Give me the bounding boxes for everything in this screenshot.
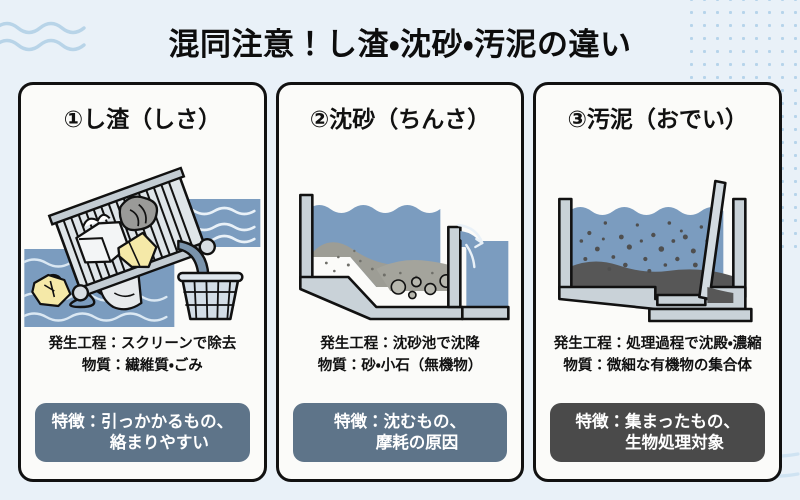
badge-line-2: 生物処理対象 <box>625 432 725 452</box>
wave-lines-icon <box>0 21 86 52</box>
yellow-paper-icon <box>117 231 158 269</box>
wire-basket-icon <box>177 271 244 321</box>
process-label: 発生工程：スクリーンで除去 <box>48 336 237 352</box>
panel-title: ②沈砂（ちんさ） <box>309 107 491 133</box>
process-label: 発生工程：処理過程で沈殿・濃縮 <box>553 336 762 352</box>
badge-line-2: 絡まりやすい <box>109 432 209 452</box>
grit-chamber-illustration <box>279 137 522 327</box>
bar-screen-illustration <box>21 137 264 327</box>
panel-chinsa: ②沈砂（ちんさ） <box>275 82 525 482</box>
inclined-bar-screen-icon <box>47 166 216 302</box>
panel-facts: 発生工程：沈砂池で沈降 物質：砂・小石（無機物） <box>279 333 522 378</box>
status-badge: 特徴：集まったもの、 生物処理対象 <box>550 402 766 462</box>
material-label: 物質：微細な有機物の集合体 <box>563 358 752 375</box>
badge-line-1: 特徴：沈むもの、 <box>334 411 466 431</box>
gray-rag-icon <box>118 195 159 232</box>
process-label: 発生工程：沈砂池で沈降 <box>320 336 480 352</box>
panel-facts: 発生工程：スクリーンで除去 物質：繊維質・ごみ <box>21 333 264 378</box>
badge-line-1: 特徴：引っかかるもの、 <box>51 411 234 431</box>
badge-line-1: 特徴：集まったもの、 <box>575 411 740 431</box>
material-label: 物質：繊維質・ごみ <box>81 358 203 375</box>
yellow-paper-icon <box>31 273 72 308</box>
panel-title: ③汚泥（おでい） <box>567 107 748 133</box>
sedimentation-tank-illustration <box>536 137 779 327</box>
status-badge: 特徴：沈むもの、 摩耗の原因 <box>292 402 508 462</box>
badge-line-2: 摩耗の原因 <box>375 432 459 452</box>
page-title: 混同注意！し渣・沈砂・汚泥の違い <box>168 26 632 63</box>
panel-facts: 発生工程：処理過程で沈殿・濃縮 物質：微細な有機物の集合体 <box>536 333 779 378</box>
panel-title: ①し渣（しさ） <box>63 107 222 133</box>
material-label: 物質：砂・小石（無機物） <box>317 358 483 375</box>
panel-odei: ③汚泥（おでい） <box>533 82 783 482</box>
status-badge: 特徴：引っかかるもの、 絡まりやすい <box>35 402 250 462</box>
panel-shisa: ①し渣（しさ） <box>18 82 267 482</box>
panel-container: ①し渣（しさ） <box>18 82 783 482</box>
